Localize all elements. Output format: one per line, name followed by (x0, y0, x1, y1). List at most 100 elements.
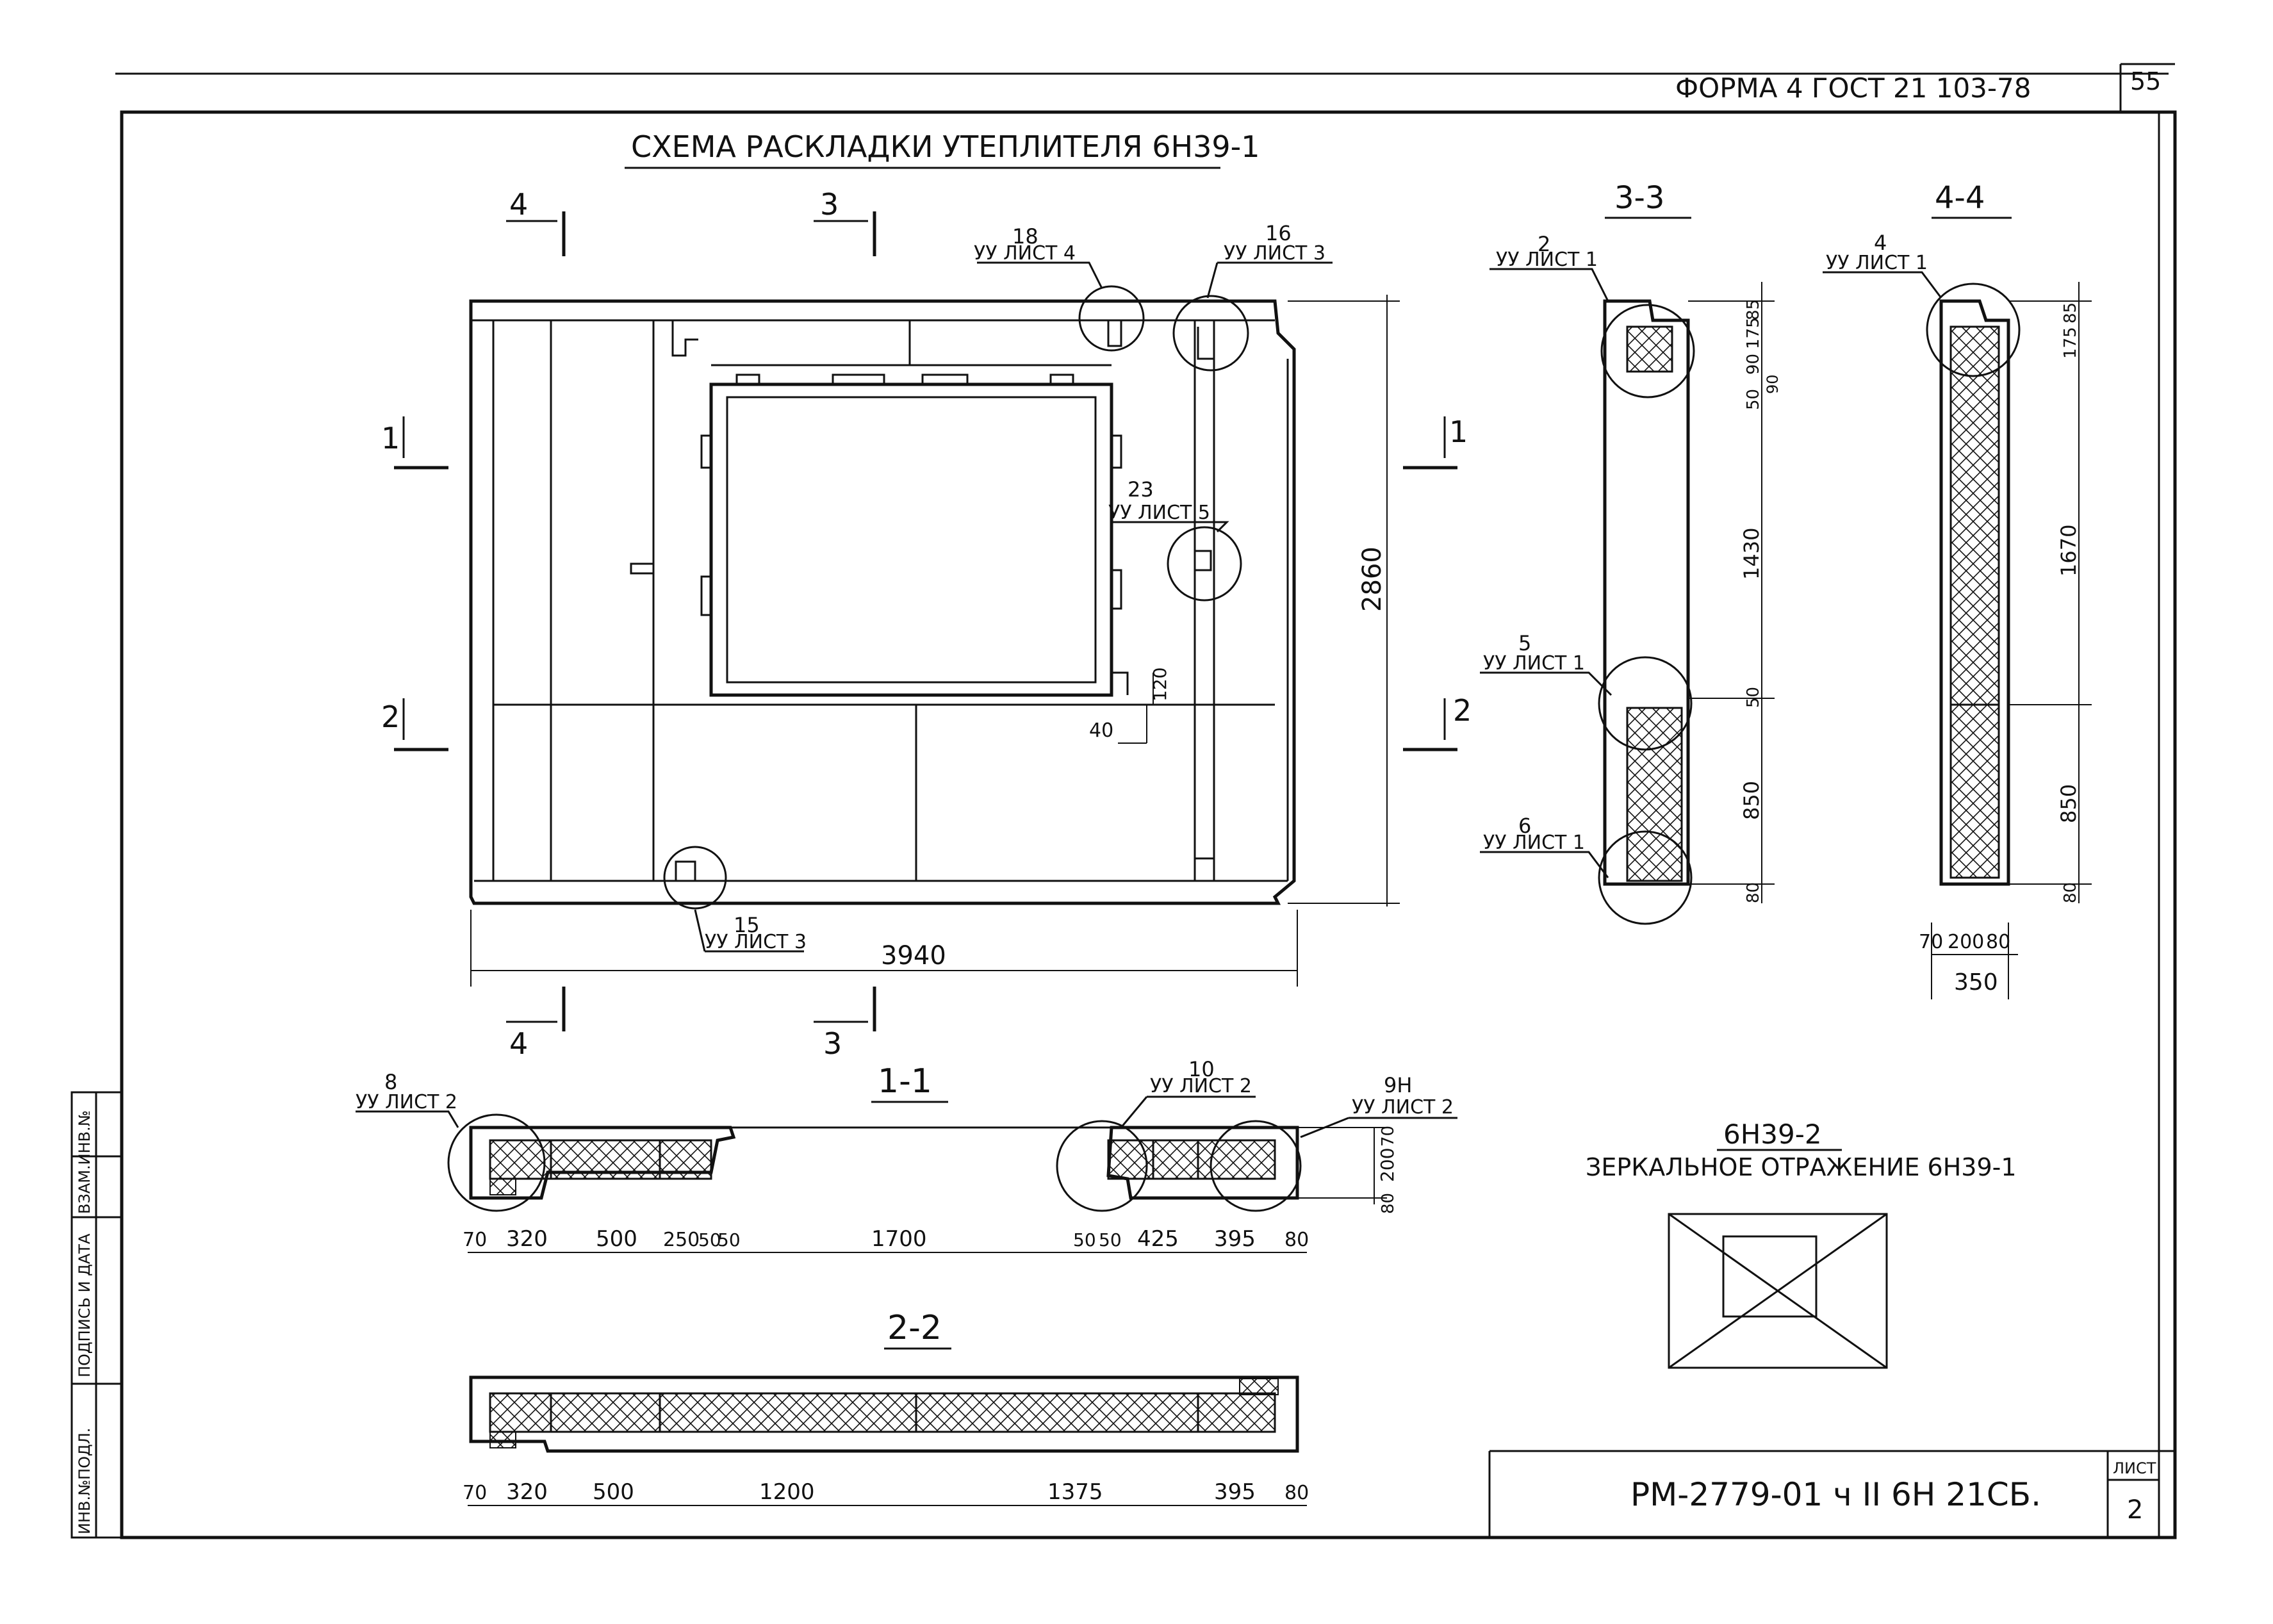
stamp-inv-podl: ИНВ.№ПОДЛ. (76, 1428, 94, 1534)
callout-16-ref: УУ ЛИСТ 3 (1224, 242, 1325, 265)
s11-callout-10-num: 10 (1188, 1057, 1215, 1081)
cut-4-bottom: 4 (509, 1026, 528, 1061)
cut-1-left: 1 (381, 421, 400, 455)
section-4-4 (1823, 217, 2092, 999)
s44-dim-85: 85 (2061, 302, 2080, 324)
s33-dim-90b: 90 (1764, 374, 1782, 394)
section-2-2 (468, 1347, 1307, 1506)
s44-bottom-200: 200 (1948, 931, 1984, 953)
s11-dim-80: 80 (1284, 1229, 1309, 1251)
section-1-1 (356, 1095, 1457, 1253)
s33-callout-5-num: 5 (1518, 631, 1531, 655)
s44-total-350: 350 (1954, 969, 1998, 996)
s11-callout-8-ref: УУ ЛИСТ 2 (356, 1091, 457, 1113)
s22-dim-395: 395 (1214, 1479, 1256, 1505)
callout-23-ref: УУ ЛИСТ 5 (1108, 502, 1210, 524)
cut-2-left: 2 (381, 700, 400, 734)
stamp-podpis: ПОДПИСЬ И ДАТА (76, 1233, 94, 1377)
s44-callout-4-num: 4 (1874, 231, 1887, 255)
callout-15-ref: УУ ЛИСТ 3 (705, 931, 807, 953)
s33-callout-6-num: 6 (1518, 814, 1531, 838)
doc-code: РМ-2779-01 ч II 6Н 21СБ. (1630, 1476, 2041, 1513)
s33-dim-85: 85 (1744, 299, 1763, 320)
s44-bottom-80: 80 (1986, 931, 2010, 953)
callout-16-num: 16 (1265, 221, 1292, 245)
mirror-symbol (1668, 1213, 1888, 1369)
s44-dim-850: 850 (2056, 784, 2081, 823)
s11-bottom-dims: 70 320 500 250 50 50 1700 50 50 425 395 … (463, 1226, 1309, 1252)
mirror-title: 6Н39-2 (1723, 1119, 1822, 1150)
s11-dim-500: 500 (596, 1226, 637, 1252)
stamp-vzam: ВЗАМ.ИНВ.№ (76, 1110, 94, 1214)
s11-side-200: 200 (1377, 1148, 1398, 1182)
s33-dim-850: 850 (1739, 781, 1764, 820)
cut-3-top: 3 (820, 187, 839, 222)
s44-dim-1670: 1670 (2056, 525, 2081, 577)
sheet-number: 2 (2127, 1495, 2143, 1525)
s11-callout-9n-num: 9Н (1384, 1073, 1412, 1097)
sheet-label: ЛИСТ (2113, 1459, 2156, 1477)
s33-callout-2-ref: УУ ЛИСТ 1 (1496, 249, 1598, 271)
callout-18-ref: УУ ЛИСТ 4 (974, 242, 1076, 265)
section-1-1-label: 1-1 (878, 1062, 932, 1101)
s33-dim-1430: 1430 (1739, 528, 1764, 580)
s11-dim-320: 320 (506, 1226, 548, 1252)
panel-plan (469, 261, 1333, 953)
plan-height-dim: 2860 (1358, 546, 1387, 612)
s44-dim-80: 80 (2061, 882, 2080, 903)
drawing-title: СХЕМА РАСКЛАДКИ УТЕПЛИТЕЛЯ 6Н39-1 (631, 129, 1260, 164)
s44-bottom-70: 70 (1919, 931, 1943, 953)
cut-markers (394, 211, 1457, 1031)
s44-dim-175: 175 (2061, 327, 2080, 359)
mirror-subtitle: ЗЕРКАЛЬНОЕ ОТРАЖЕНИЕ 6Н39-1 (1586, 1153, 2017, 1181)
callout-18-num: 18 (1012, 224, 1038, 249)
s11-dim-395: 395 (1214, 1226, 1256, 1252)
form-label: ФОРМА 4 ГОСТ 21 103-78 (1675, 72, 2031, 104)
sheet-frame (70, 63, 2177, 1539)
cut-2-right: 2 (1453, 693, 1472, 728)
plan-dimensions (470, 295, 1400, 987)
s11-dim-1700: 1700 (871, 1226, 927, 1252)
page-number: 55 (2130, 67, 2161, 95)
s11-dim-425: 425 (1137, 1226, 1179, 1252)
s22-dim-80: 80 (1284, 1482, 1309, 1504)
s11-side-80: 80 (1379, 1193, 1398, 1214)
s11-dim-50c: 50 (1073, 1229, 1096, 1251)
section-4-4-label: 4-4 (1935, 180, 1985, 216)
s33-callout-6-ref: УУ ЛИСТ 1 (1483, 832, 1585, 854)
callout-23-num: 23 (1128, 477, 1154, 502)
cut-3-bottom: 3 (823, 1026, 842, 1061)
s33-dim-80: 80 (1744, 882, 1763, 903)
s33-dim-90a: 90 (1744, 354, 1763, 375)
s22-dim-320: 320 (506, 1479, 548, 1505)
s11-callout-8-num: 8 (384, 1070, 397, 1094)
s44-callout-4-ref: УУ ЛИСТ 1 (1826, 252, 1928, 274)
s11-dim-50a: 50 (698, 1229, 721, 1251)
s33-dim-50b: 50 (1744, 687, 1763, 708)
s11-callout-9n-ref: УУ ЛИСТ 2 (1352, 1096, 1454, 1119)
section-3-3-label: 3-3 (1614, 180, 1664, 216)
s33-callout-2-num: 2 (1538, 232, 1550, 256)
s22-dim-70: 70 (463, 1482, 487, 1504)
cut-4-top: 4 (509, 187, 528, 222)
s11-dim-250: 250 (663, 1229, 700, 1251)
s33-dim-50a: 50 (1744, 389, 1763, 410)
section-3-3 (1480, 217, 1775, 925)
s22-bottom-dims: 70 320 500 1200 1375 395 80 (463, 1479, 1309, 1505)
plan-width-dim: 3940 (881, 941, 946, 971)
section-2-2-label: 2-2 (887, 1309, 942, 1347)
s22-dim-500: 500 (593, 1479, 634, 1505)
plan-dim-40: 40 (1089, 719, 1113, 742)
s11-dim-50b: 50 (718, 1229, 741, 1251)
s22-dim-1375: 1375 (1047, 1479, 1103, 1505)
callout-15-num: 15 (734, 913, 760, 937)
s11-dim-50d: 50 (1099, 1229, 1122, 1251)
s11-callout-10-ref: УУ ЛИСТ 2 (1150, 1075, 1252, 1097)
s33-dim-175: 175 (1744, 317, 1763, 349)
s11-side-70: 70 (1379, 1126, 1398, 1147)
s11-dim-70a: 70 (463, 1229, 487, 1251)
plan-dim-120: 120 (1149, 668, 1170, 701)
s33-callout-5-ref: УУ ЛИСТ 1 (1483, 652, 1585, 675)
cut-1-right: 1 (1449, 414, 1468, 449)
